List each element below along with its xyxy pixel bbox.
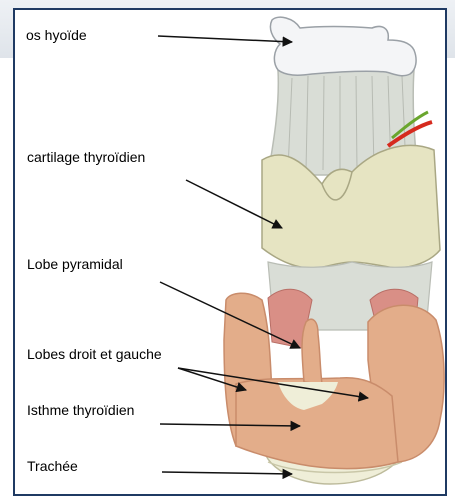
label-trachea: Trachée <box>27 458 78 474</box>
label-pyramidal-lobe: Lobe pyramidal <box>27 256 123 272</box>
arrow-hyoid <box>158 36 292 42</box>
arrow-trachea <box>162 472 292 474</box>
label-lobes: Lobes droit et gauche <box>27 346 162 362</box>
label-isthmus: Isthme thyroïdien <box>27 402 134 418</box>
hyoid-bone-shape <box>270 17 416 76</box>
label-hyoid: os hyoïde <box>26 27 87 43</box>
label-thyroid-cartilage: cartilage thyroïdien <box>27 149 145 165</box>
